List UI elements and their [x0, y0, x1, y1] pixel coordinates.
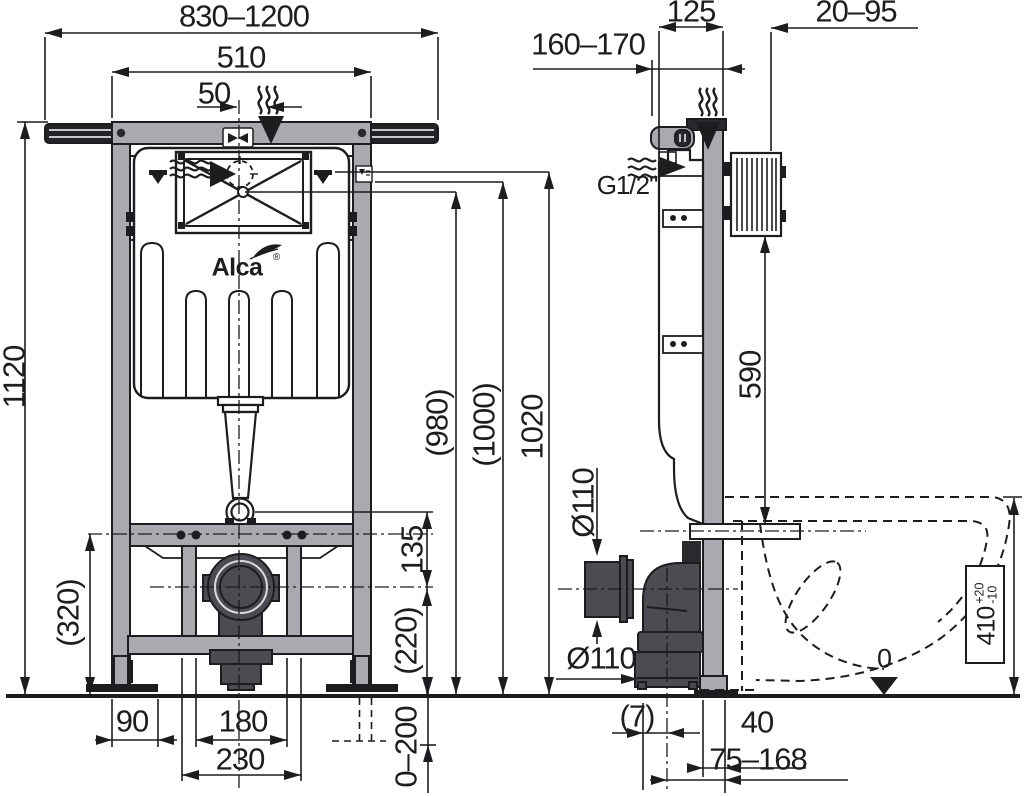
side-base-plate: [694, 690, 738, 696]
window-water-waves: [169, 159, 213, 179]
dim-foot-depth: 40: [740, 704, 774, 740]
floor-datum-icon: [870, 677, 898, 695]
dim-level-a: (980): [419, 389, 455, 457]
window-bolts: [178, 153, 309, 229]
water-inlet: [627, 151, 686, 179]
dim-foot-offset: 90: [115, 703, 149, 739]
drain-fitting-front: [209, 649, 273, 691]
dim-frame-width: 510: [216, 39, 267, 75]
brand-logo: Alca: [211, 253, 263, 282]
strut-left: [181, 545, 197, 638]
window-arrow-icon: [210, 161, 236, 187]
water-level-mark-right: [314, 170, 332, 184]
seat-height-box: [965, 565, 1005, 664]
dim-width-range: 830–1200: [179, 0, 310, 34]
dim-frame-depth: 125: [666, 0, 717, 29]
alca-bird-icon: [249, 244, 282, 260]
hidden-foot-extension: [332, 698, 386, 742]
strut-right: [286, 545, 302, 638]
dim-outlet-diameter-bottom: Ø110: [566, 640, 637, 676]
dim-bracket-drop: 590: [732, 350, 768, 400]
dim-wall-distance: 20–95: [815, 0, 897, 29]
level-tag-on-post: [355, 165, 373, 183]
wall-bracket: [723, 151, 786, 238]
seat-height-plus: +20: [972, 582, 987, 604]
brand-registered-mark: ®: [272, 252, 280, 263]
flush-arrow-side-icon: [696, 87, 720, 150]
front-view: [44, 85, 439, 692]
top-bar-bolt-left: [116, 128, 126, 138]
dim-level-b: (1000): [466, 383, 502, 467]
wall-rail-right: [350, 123, 439, 144]
floor-line: [6, 694, 1020, 698]
dim-holder-to-outlet: 135: [394, 525, 430, 575]
tank-ribs: [140, 241, 340, 397]
dim-level-c: 1020: [514, 394, 550, 460]
frame-post-left: [111, 121, 131, 691]
frame-feet: [86, 655, 398, 692]
seat-height-value: 410: [972, 606, 1001, 646]
dim-flush-offset: 50: [197, 75, 231, 111]
dim-water-connection: G1/2": [596, 170, 659, 200]
seat-height-minus: -10: [985, 585, 1000, 604]
valve-bowtie-icon: [222, 127, 254, 148]
filling-valve: [650, 126, 695, 150]
elbow-hardware: [682, 541, 701, 562]
dim-bracket-height: (320): [50, 579, 86, 647]
dim-outlet-height: (220): [388, 607, 424, 675]
inlet-arrow-icon: [660, 157, 686, 177]
dim-outlet-width-outer: 230: [215, 741, 266, 777]
frame-post-right: [352, 121, 372, 691]
flush-funnel: [216, 395, 265, 527]
outlet-elbow-front: [202, 553, 280, 641]
drain-elbow-side: [634, 562, 704, 690]
water-level-mark-left: [149, 170, 167, 184]
side-post: [702, 121, 724, 693]
dim-floor-datum: 0: [876, 643, 892, 674]
axis-lines: [88, 100, 866, 793]
dim-outlet-offset: (7): [619, 698, 656, 734]
dim-depth-range: 160–170: [531, 26, 646, 62]
dimension-arrows: [20, 22, 1019, 785]
dim-height: 1120: [0, 345, 32, 409]
top-bar-bolt-right: [357, 128, 367, 138]
cistern-side-details: [659, 175, 704, 354]
support-crossbar: [129, 518, 354, 559]
dim-outlet-width: 180: [218, 703, 269, 739]
dim-outlet-diameter-top: Ø110: [565, 468, 601, 538]
wc-bowl-outline: [700, 496, 1011, 691]
dim-outlet-to-wall: 75–168: [709, 741, 807, 777]
dim-seat-height: 410 +20-10: [969, 583, 1000, 646]
dim-leg-extension: 0–200: [388, 706, 424, 788]
